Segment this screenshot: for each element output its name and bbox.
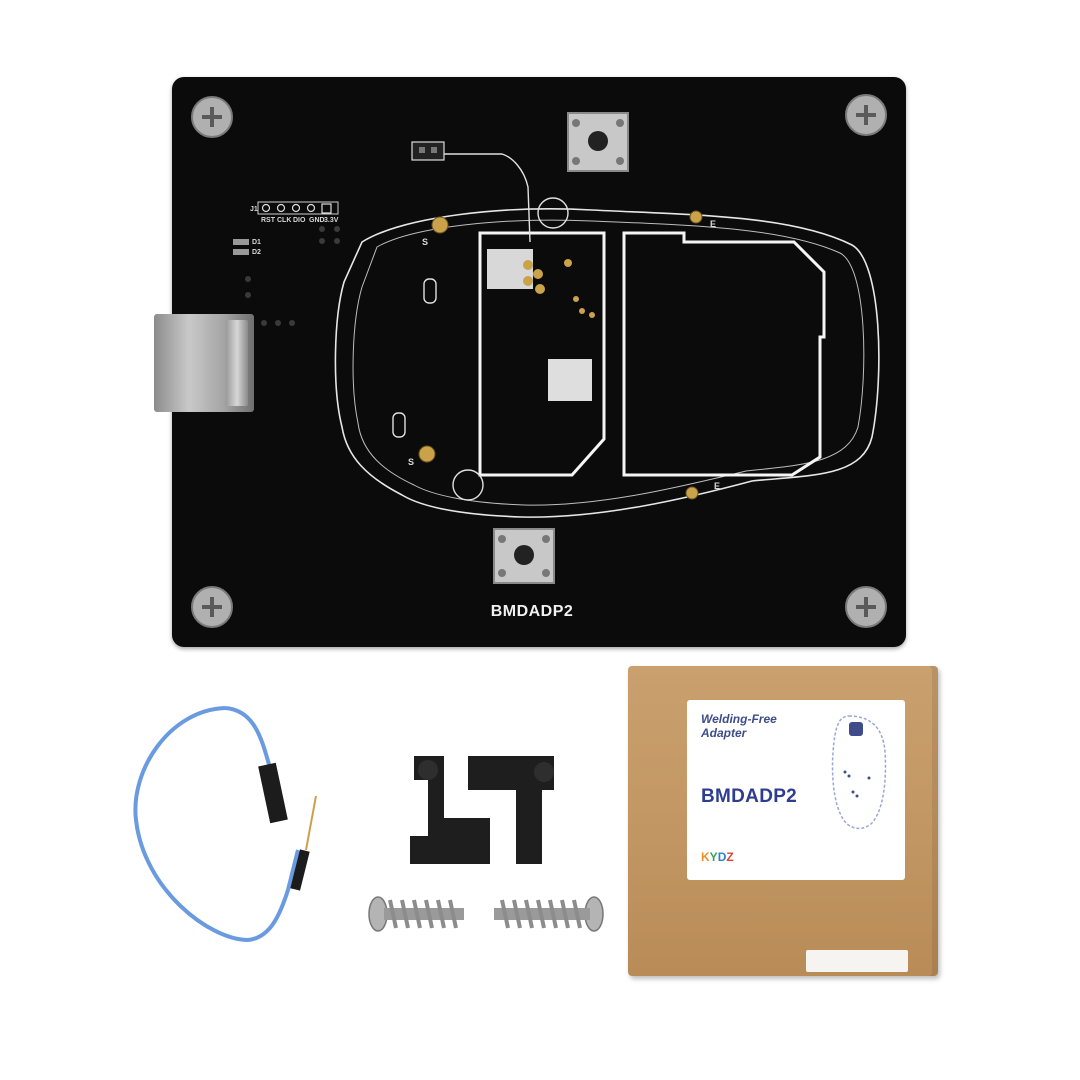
contact-label-s-top: S [422,237,429,247]
contact-s-top [431,216,449,234]
contact-label-s-bottom: S [408,457,415,467]
pin-label-clk: CLK [277,217,292,224]
screw-icon [845,94,887,136]
pin-label-gnd: GND [309,217,325,224]
box-subtitle-line1: Welding-Free [701,712,777,726]
screw-icon [845,586,887,628]
clamp-block-bottom [493,528,555,584]
box-sticker [806,950,908,972]
usb-port-icon [154,314,254,412]
square-pad [548,359,592,401]
jumper-wire-icon [133,706,317,943]
contact-s-bottom [418,445,436,463]
brand-letter: D [717,850,727,864]
box-subtitle-line2: Adapter [701,726,747,740]
box-subtitle: Welding-Free Adapter [701,712,821,740]
clamp-block-top [567,112,629,172]
small-connector [411,141,445,161]
brand-letter: Y [709,850,718,864]
pcb-silkscreen [191,94,887,628]
contact-label-e-bottom: E [714,481,721,491]
brand-logo: KYDZ [701,850,734,864]
pin-label-3v3: 3.3V [324,217,339,224]
contact-e-bottom [685,486,699,500]
brand-letter: K [701,850,710,864]
led-label-d2: D2 [252,249,261,256]
key-illustration-icon [831,715,887,830]
key-outline [334,208,880,518]
led-label-d1: D1 [252,239,261,246]
screw-icon [191,96,233,138]
contact-label-e-top: E [710,219,717,229]
pocket-left [478,231,606,477]
pocket-right [622,231,826,477]
header-ref-label: J1 [250,206,258,213]
clamp-bracket-icon [410,756,554,864]
pcb-board: J1 RST CLK DIO GND 3.3V D1 D2 S S E E BM… [172,77,906,647]
pin-label-dio: DIO [293,217,306,224]
product-box: Welding-Free Adapter BMDADP2 KYDZ [628,666,938,976]
box-label: Welding-Free Adapter BMDADP2 KYDZ [687,700,905,880]
programming-header [257,201,339,215]
brand-letter: Z [726,850,734,864]
contact-e-top [689,210,703,224]
key-inner-outline [352,219,865,506]
screw-icon [191,586,233,628]
pin-label-rst: RST [261,217,275,224]
box-title: BMDADP2 [701,786,798,807]
spring-screw-icon [368,896,604,932]
board-model-label: BMDADP2 [490,603,574,620]
signal-trace [444,153,531,243]
